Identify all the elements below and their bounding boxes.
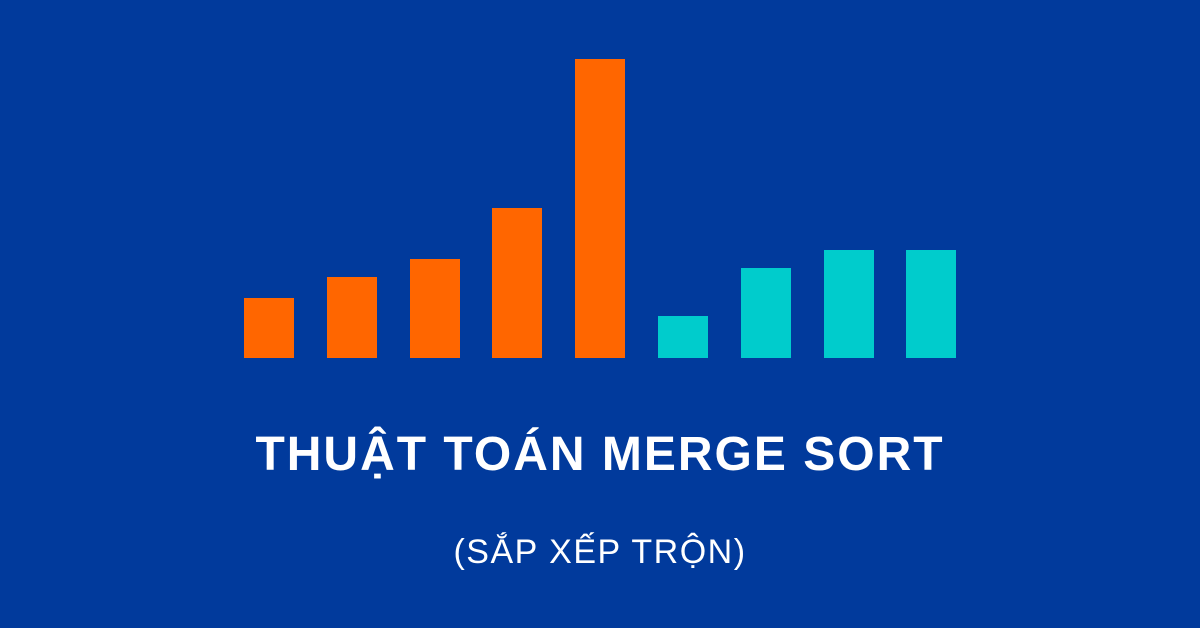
- bar-7: [741, 268, 791, 358]
- banner-subtitle: (SẮP XẾP TRỘN): [453, 533, 747, 571]
- banner-title: THUẬT TOÁN MERGE SORT: [255, 428, 945, 481]
- bar-2: [327, 277, 377, 358]
- bar-6: [658, 316, 708, 358]
- bar-1: [244, 298, 294, 358]
- bar-4: [492, 208, 542, 358]
- bar-3: [410, 259, 460, 358]
- bar-9: [906, 250, 956, 358]
- bar-8: [824, 250, 874, 358]
- bar-5: [575, 59, 625, 358]
